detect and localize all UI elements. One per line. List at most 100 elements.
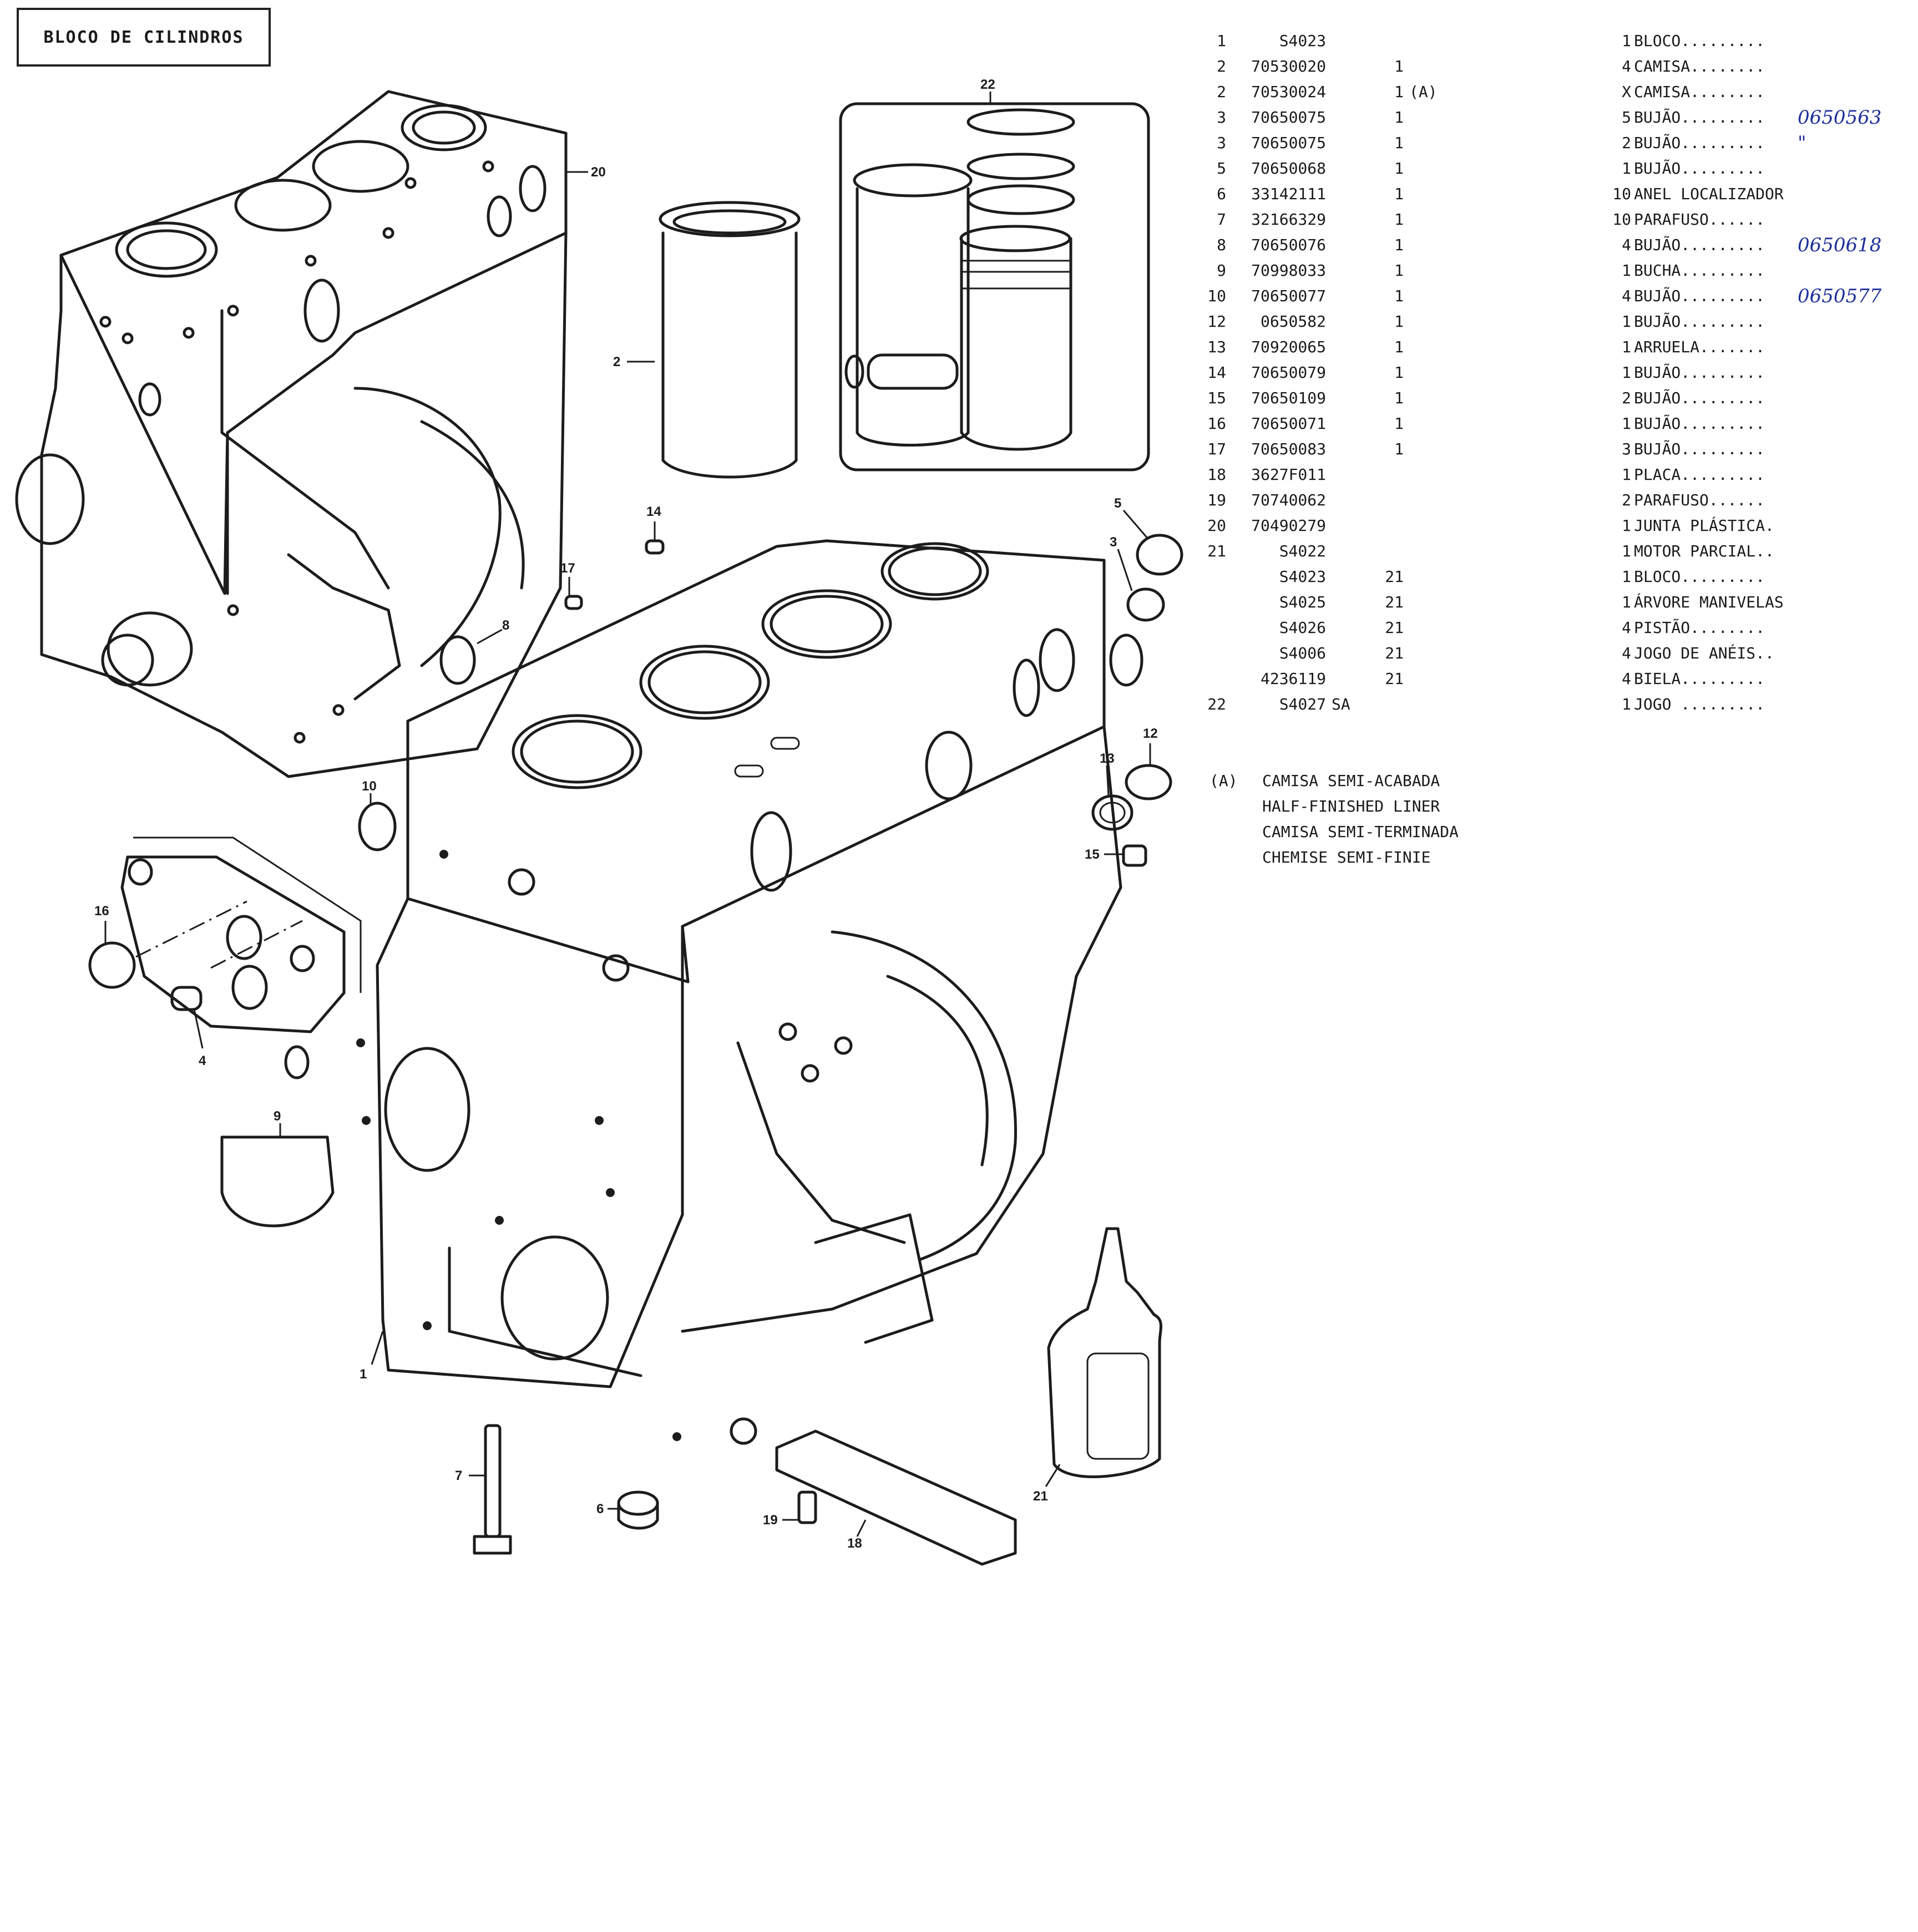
quantity: X xyxy=(1622,83,1631,101)
description: CAMISA........ xyxy=(1634,83,1765,101)
item-number: 9 xyxy=(1217,261,1226,280)
quantity: 4 xyxy=(1622,57,1631,75)
quantity: 1 xyxy=(1622,312,1631,331)
item-number: 12 xyxy=(1207,312,1226,331)
callout-4: 4 xyxy=(199,1053,206,1068)
part-number: 70998033 xyxy=(1251,261,1326,280)
footnote-line: CHEMISE SEMI-FINIE xyxy=(1262,848,1431,866)
reference: 21 xyxy=(1385,644,1404,662)
reference: 1 xyxy=(1394,108,1404,126)
piston-kit-22: 22 xyxy=(839,77,1150,471)
page-title: BLOCO DE CILINDROS xyxy=(43,27,244,47)
reference: 1 xyxy=(1394,210,1404,229)
description: BUJÃO......... xyxy=(1634,108,1765,126)
item-number: 3 xyxy=(1217,108,1226,126)
part-number: S4025 xyxy=(1279,593,1326,611)
part-number: 0650582 xyxy=(1260,312,1326,331)
part-number: 70650083 xyxy=(1251,440,1326,458)
note-mark: (A) xyxy=(1409,83,1438,101)
quantity: 4 xyxy=(1622,670,1631,688)
quantity: 10 xyxy=(1612,185,1631,203)
part-number: 32166329 xyxy=(1251,210,1326,229)
item-number: 14 xyxy=(1207,363,1226,382)
part-number: 70650071 xyxy=(1251,414,1326,433)
reference: 1 xyxy=(1394,287,1404,305)
item-number: 20 xyxy=(1207,516,1226,535)
quantity: 1 xyxy=(1622,516,1631,535)
description: JOGO DE ANÉIS.. xyxy=(1634,644,1774,662)
part-number: 4236119 xyxy=(1260,670,1326,688)
item-number: 16 xyxy=(1207,414,1226,433)
quantity: 1 xyxy=(1622,261,1631,280)
part-number: 70650079 xyxy=(1251,363,1326,382)
quantity: 1 xyxy=(1622,338,1631,356)
handwritten-part-number: 0650618 xyxy=(1798,234,1882,256)
item-number: 18 xyxy=(1207,465,1226,484)
item-number: 1 xyxy=(1217,32,1226,50)
footnote-line: CAMISA SEMI-ACABADA xyxy=(1262,772,1440,790)
part-number: 70650109 xyxy=(1251,389,1326,407)
quantity: 1 xyxy=(1622,567,1631,586)
callout-6: 6 xyxy=(596,1502,604,1517)
callout-10: 10 xyxy=(362,779,377,794)
quantity: 2 xyxy=(1622,389,1631,407)
part-number: 70920065 xyxy=(1251,338,1326,356)
part-number: S4026 xyxy=(1279,618,1326,637)
reference: 21 xyxy=(1385,618,1404,637)
callout-12: 12 xyxy=(1143,726,1158,741)
callout-17: 17 xyxy=(560,561,575,576)
reference: 21 xyxy=(1385,670,1404,688)
callout-22: 22 xyxy=(980,77,995,92)
part-number: S4006 xyxy=(1279,644,1326,662)
description: PLACA......... xyxy=(1634,465,1765,484)
quantity: 1 xyxy=(1622,159,1631,178)
part-number: 3627F011 xyxy=(1251,465,1326,484)
description: BUJÃO......... xyxy=(1634,414,1765,433)
handwritten-part-number: 0650563 xyxy=(1798,107,1882,129)
item-number: 2 xyxy=(1217,83,1226,101)
description: JUNTA PLÁSTICA. xyxy=(1634,516,1774,535)
item-number: 6 xyxy=(1217,185,1226,203)
part-number: 70740062 xyxy=(1251,491,1326,509)
description: JOGO ......... xyxy=(1634,695,1765,713)
engine-block-1: 1 xyxy=(356,539,1122,1445)
reference: 1 xyxy=(1394,312,1404,331)
callout-18: 18 xyxy=(847,1536,862,1551)
description: ARRUELA....... xyxy=(1634,338,1765,356)
reference: 1 xyxy=(1394,134,1404,152)
description: BLOCO......... xyxy=(1634,32,1765,50)
part-number: S4027 xyxy=(1279,695,1326,713)
callout-15: 15 xyxy=(1085,847,1100,862)
callout-9: 9 xyxy=(274,1109,281,1124)
description: BUJÃO......... xyxy=(1634,134,1765,152)
callout-2: 2 xyxy=(613,354,620,369)
callout-3: 3 xyxy=(1110,535,1117,550)
callout-16: 16 xyxy=(94,904,109,919)
description: ANEL LOCALIZADOR xyxy=(1634,185,1784,203)
part-number: S4023 xyxy=(1279,567,1326,586)
part-number: 70490279 xyxy=(1251,516,1326,535)
callout-8: 8 xyxy=(502,618,509,633)
reference: 1 xyxy=(1394,261,1404,280)
description: BUJÃO......... xyxy=(1634,363,1765,382)
description: BUJÃO......... xyxy=(1634,236,1765,254)
description: MOTOR PARCIAL.. xyxy=(1634,542,1774,560)
quantity: 3 xyxy=(1622,440,1631,458)
reference: 1 xyxy=(1394,83,1404,101)
